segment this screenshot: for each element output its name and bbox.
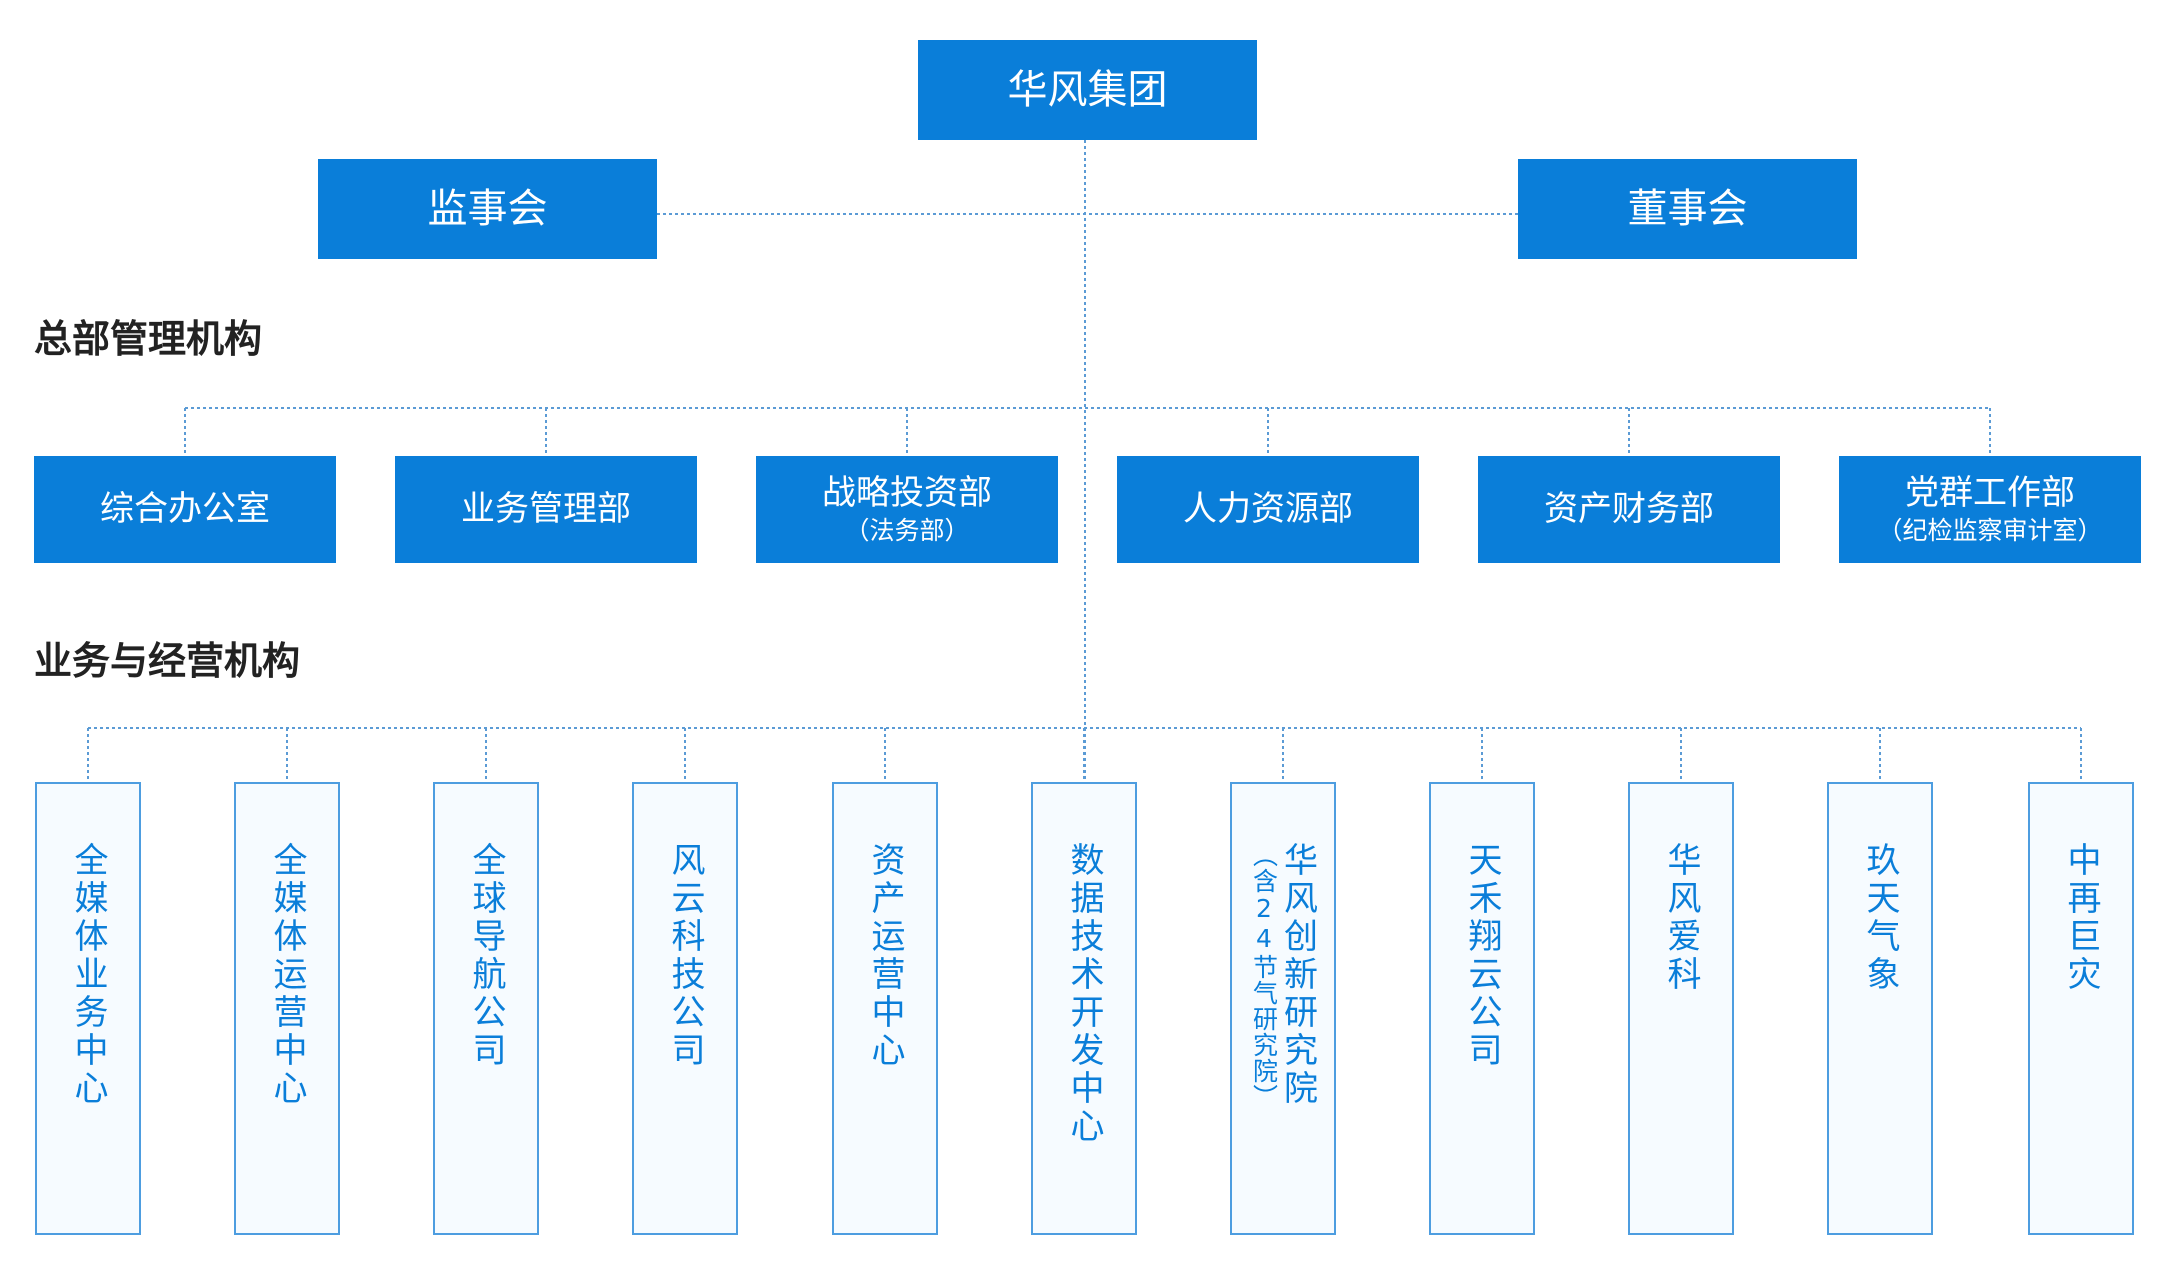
business-unit-label: 全球导航公司 <box>466 842 506 1070</box>
business-unit-label: 华风爱科 <box>1661 842 1701 994</box>
business-unit-node: 玖天气象 <box>1827 782 1933 1235</box>
business-unit-node: 天禾翔云公司 <box>1429 782 1535 1235</box>
business-unit-label: 全媒体业务中心 <box>68 842 108 1108</box>
business-unit-node: 风云科技公司 <box>632 782 738 1235</box>
hq-dept-node: 战略投资部 （法务部） <box>756 456 1058 563</box>
business-unit-label: 资产运营中心 <box>865 842 905 1070</box>
business-unit-label: 数据技术开发中心 <box>1064 842 1104 1146</box>
business-unit-sublabel: （含24节气研究院） <box>1249 842 1279 1110</box>
hq-dept-label: 资产财务部 <box>1544 489 1714 530</box>
business-unit-node: 华风爱科 <box>1628 782 1734 1235</box>
hq-section-title: 总部管理机构 <box>34 317 263 361</box>
business-unit-node: 全媒体业务中心 <box>35 782 141 1235</box>
hq-dept-node: 资产财务部 <box>1478 456 1780 563</box>
hq-dept-label: 人力资源部 <box>1183 489 1353 530</box>
group-node: 华风集团 <box>918 40 1257 140</box>
hq-dept-label: 业务管理部 <box>461 489 631 530</box>
group-label: 华风集团 <box>1007 67 1168 113</box>
business-unit-label: 天禾翔云公司 <box>1462 842 1502 1070</box>
business-unit-node: 全媒体运营中心 <box>234 782 340 1235</box>
hq-dept-node: 综合办公室 <box>34 456 336 563</box>
business-unit-node: 中再巨灾 <box>2028 782 2134 1235</box>
hq-dept-label: 战略投资部 <box>822 473 992 514</box>
board-of-directors-node: 董事会 <box>1518 159 1857 259</box>
business-unit-node: 数据技术开发中心 <box>1031 782 1137 1235</box>
hq-dept-label: 党群工作部 <box>1905 473 2075 514</box>
business-unit-node: 资产运营中心 <box>832 782 938 1235</box>
business-unit-label: 风云科技公司 <box>665 842 705 1070</box>
hq-dept-label: 综合办公室 <box>100 489 270 530</box>
business-unit-node: 华风创新研究院 （含24节气研究院） <box>1230 782 1336 1235</box>
business-unit-label: 中再巨灾 <box>2061 842 2101 994</box>
supervisory-board-label: 监事会 <box>427 186 548 232</box>
hq-dept-node: 党群工作部 （纪检监察审计室） <box>1839 456 2141 563</box>
business-unit-label: 华风创新研究院 <box>1277 842 1318 1108</box>
business-unit-label: 全媒体运营中心 <box>267 842 307 1108</box>
hq-dept-node: 业务管理部 <box>395 456 697 563</box>
hq-dept-sublabel: （法务部） <box>844 515 970 545</box>
hq-dept-node: 人力资源部 <box>1117 456 1419 563</box>
business-section-title: 业务与经营机构 <box>34 639 301 683</box>
business-unit-node: 全球导航公司 <box>433 782 539 1235</box>
board-of-directors-label: 董事会 <box>1627 186 1748 232</box>
supervisory-board-node: 监事会 <box>318 159 657 259</box>
hq-dept-sublabel: （纪检监察审计室） <box>1877 515 2103 545</box>
business-unit-label: 玖天气象 <box>1860 842 1900 994</box>
